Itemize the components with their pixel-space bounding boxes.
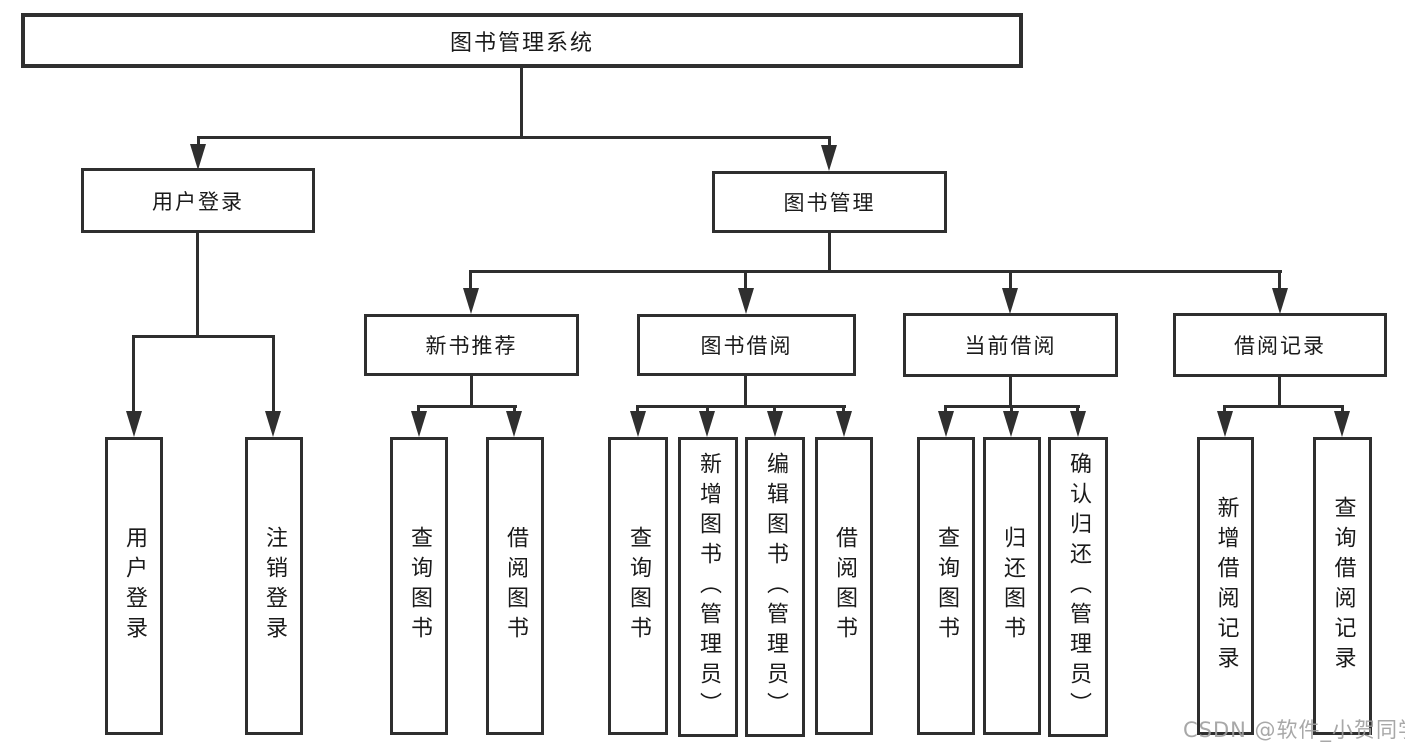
leaf-logout: 注销登录 [245,437,303,735]
line-segment [196,233,199,338]
leaf-borrow-books: 借阅图书 [815,437,873,735]
line-segment [197,136,831,139]
leaf-query-books-recommend: 查询图书 [390,437,448,735]
node-book-management: 图书管理 [712,171,947,233]
arrowhead-down [699,411,715,437]
line-segment [1278,270,1281,294]
line-segment [132,335,275,338]
node-user-login: 用户登录 [81,168,315,233]
arrowhead-down [836,411,852,437]
leaf-edit-books-admin: 编辑图书（管理员） [745,437,805,737]
leaf-add-books-admin: 新增图书（管理员） [678,437,738,737]
line-segment [744,270,747,294]
leaf-add-borrow-record: 新增借阅记录 [1197,437,1254,735]
node-current-borrow: 当前借阅 [903,313,1118,377]
arrowhead-down [190,144,206,170]
line-segment [469,270,1282,273]
line-segment [1009,377,1012,408]
arrowhead-down [1002,288,1018,314]
line-segment [272,335,275,415]
csdn-watermark: CSDN @软件_小贺同学 [1183,718,1405,742]
leaf-query-books-current: 查询图书 [917,437,975,735]
arrowhead-down [767,411,783,437]
node-root: 图书管理系统 [21,13,1023,68]
line-segment [132,335,135,415]
arrowhead-down [1070,411,1086,437]
arrowhead-down [630,411,646,437]
line-segment [828,136,831,150]
leaf-borrow-books-recommend: 借阅图书 [486,437,544,735]
line-segment [197,136,200,150]
arrowhead-down [821,145,837,171]
arrowhead-down [506,411,522,437]
arrowhead-down [738,288,754,314]
arrowhead-down [938,411,954,437]
leaf-confirm-return-admin: 确认归还（管理员） [1048,437,1108,737]
arrowhead-down [1272,288,1288,314]
leaf-user-login: 用户登录 [105,437,163,735]
arrowhead-down [1217,411,1233,437]
line-segment [1223,405,1344,408]
line-segment [469,270,472,294]
line-segment [417,405,517,408]
node-new-book-recommend: 新书推荐 [364,314,579,376]
line-segment [1278,377,1281,408]
node-book-borrow: 图书借阅 [637,314,856,376]
leaf-return-books: 归还图书 [983,437,1041,735]
arrowhead-down [411,411,427,437]
line-segment [520,68,523,139]
leaf-query-borrow-record: 查询借阅记录 [1313,437,1372,735]
line-segment [1009,270,1012,294]
arrowhead-down [1003,411,1019,437]
node-borrow-records: 借阅记录 [1173,313,1387,377]
line-segment [744,376,747,408]
line-segment [828,233,831,273]
line-segment [636,405,846,408]
arrowhead-down [265,411,281,437]
line-segment [470,376,473,408]
arrowhead-down [126,411,142,437]
arrowhead-down [463,288,479,314]
leaf-query-books-borrow: 查询图书 [608,437,668,735]
arrowhead-down [1334,411,1350,437]
